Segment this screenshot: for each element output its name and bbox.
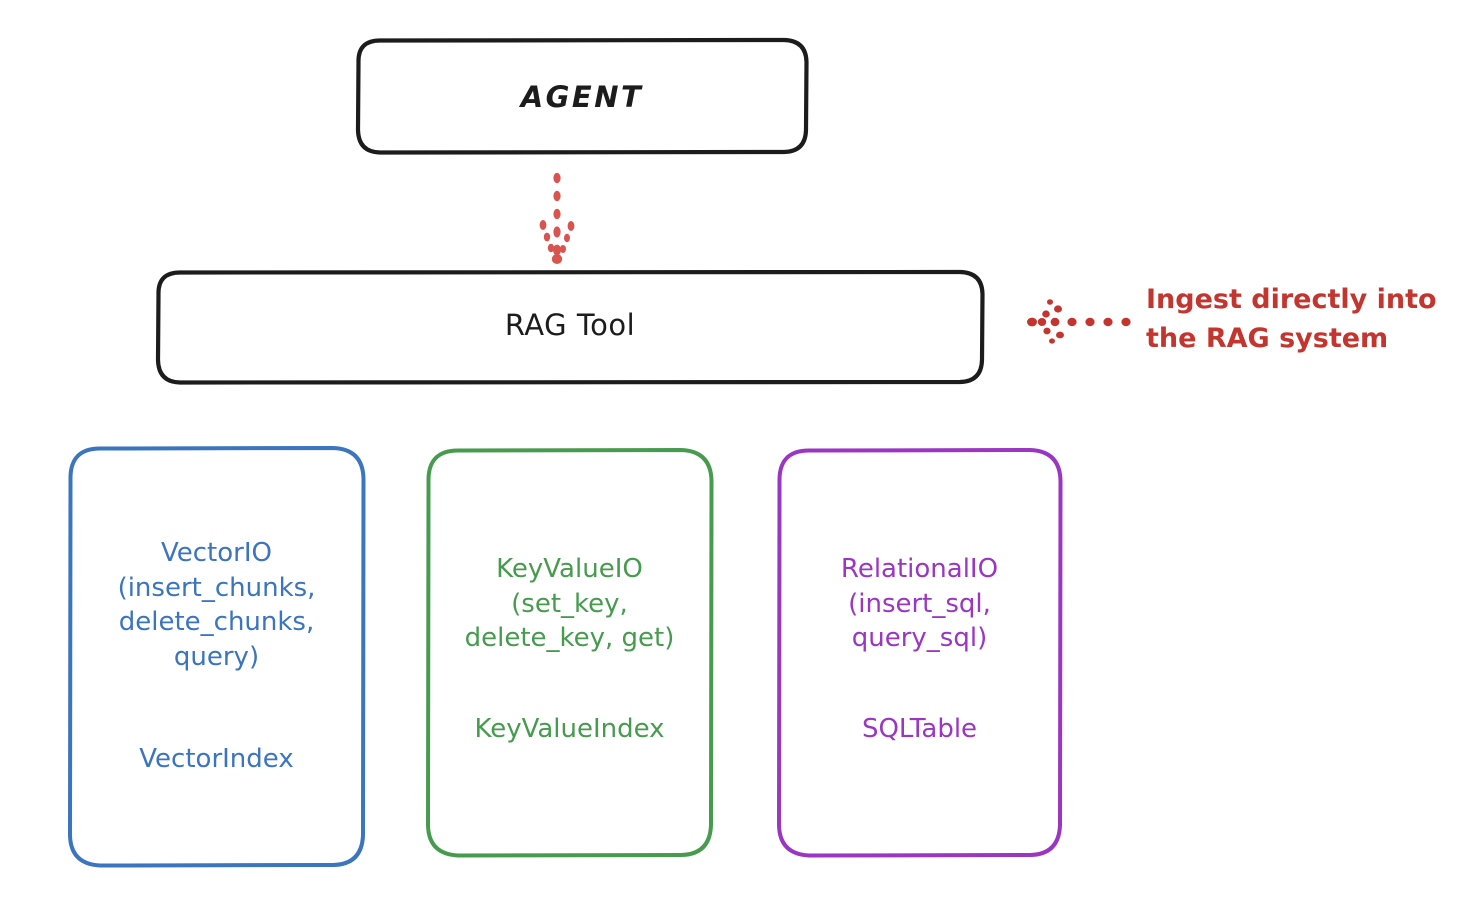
ingest-annotation: Ingest directly into the RAG system (1146, 284, 1437, 355)
rag-tool-box[interactable] (155, 269, 985, 385)
vector-index-label: VectorIndex (139, 744, 294, 774)
sqltable-label: SQLTable (861, 714, 978, 744)
agent-box[interactable] (355, 37, 809, 155)
vectorio-api-label: VectorIO (insert_chunks, delete_chunks, … (117, 538, 316, 672)
ingest-to-tool-arrow (1027, 299, 1131, 344)
relationalio-api-label: RelationalIO (insert_sql, query_sql) (840, 554, 999, 654)
agent-to-tool-arrow (539, 172, 575, 264)
vectorio-box[interactable] (68, 446, 366, 868)
keyvalueio-box[interactable] (426, 448, 714, 858)
keyvalueio-api-label: KeyValueIO (set_key, delete_key, get) (464, 554, 675, 654)
relationalio-box[interactable] (777, 448, 1063, 858)
keyvalue-index-label: KeyValueIndex (474, 714, 665, 744)
